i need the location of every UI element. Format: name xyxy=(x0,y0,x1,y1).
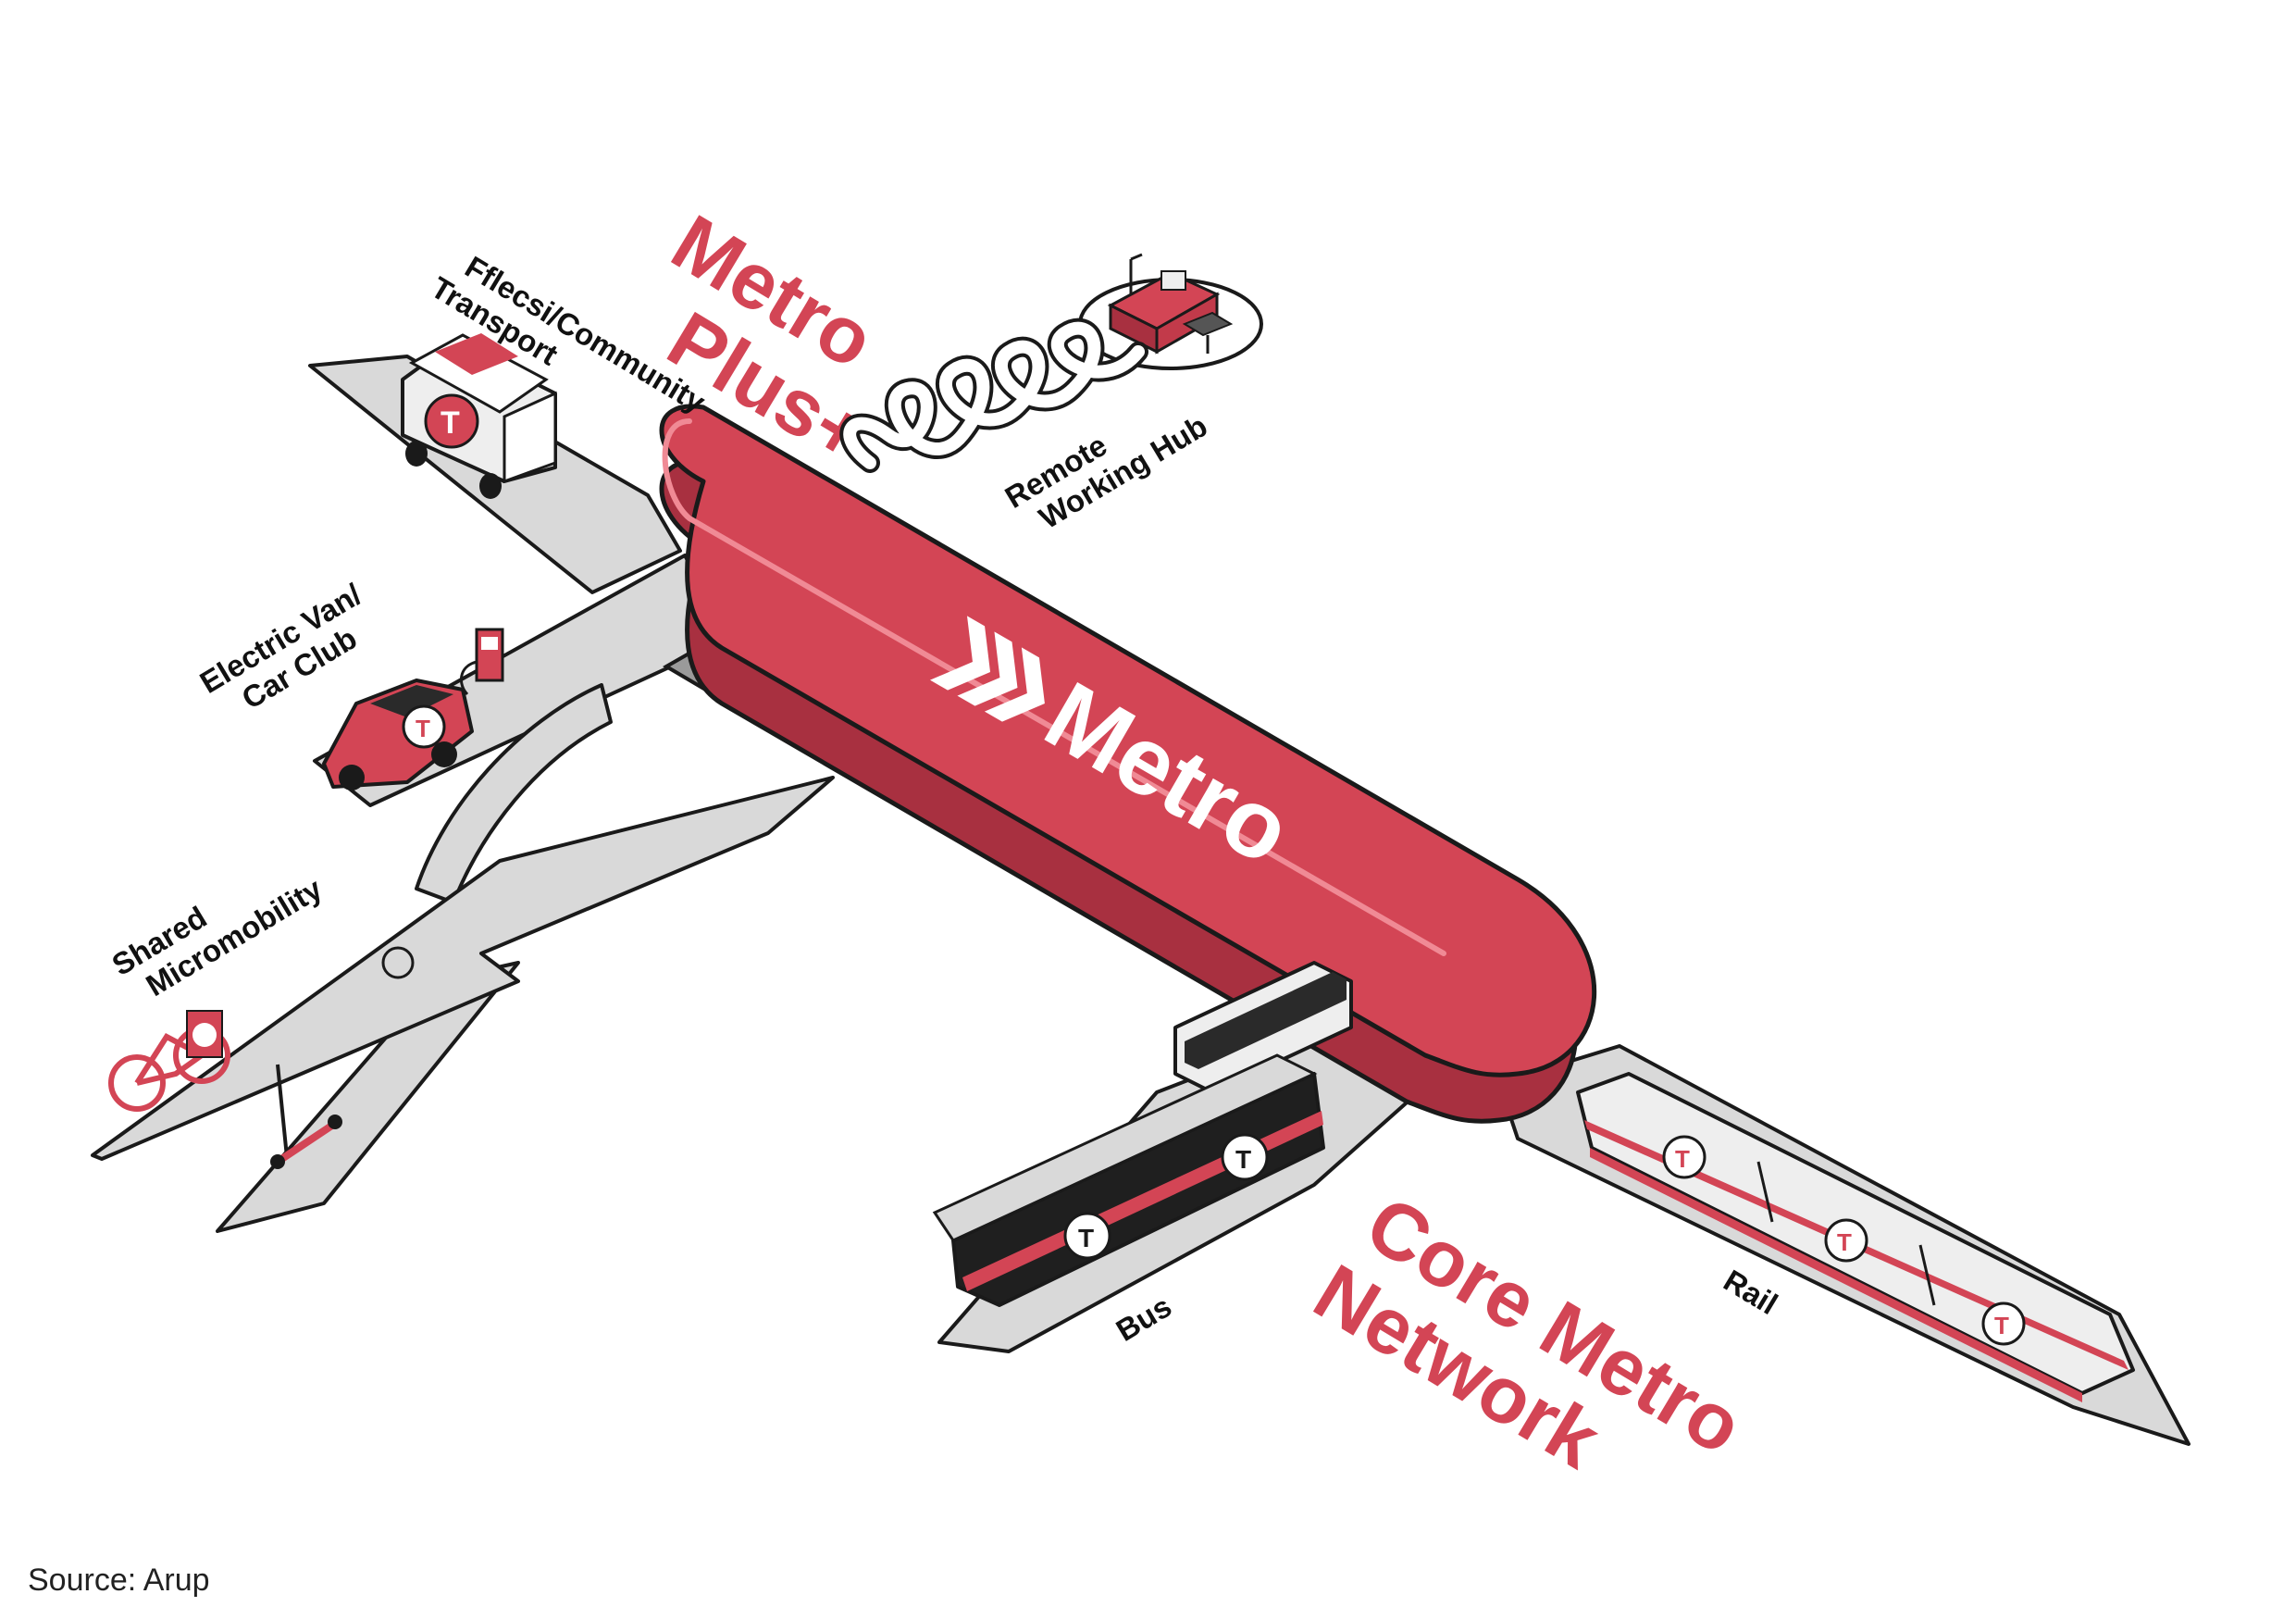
train-badge-3: T xyxy=(1994,1312,2009,1339)
scissors-lower-blade xyxy=(216,961,520,1233)
bus-illustration: T T xyxy=(932,961,1353,1307)
electric-car-illustration: T xyxy=(322,628,504,791)
pod-badge: T xyxy=(441,405,460,441)
bus-badge-2: T xyxy=(1235,1145,1251,1174)
car-badge: T xyxy=(416,715,430,742)
remote-working-hub-illustration xyxy=(1078,253,1263,370)
knife-handle xyxy=(659,404,1596,1124)
train-badge-1: T xyxy=(1675,1145,1690,1173)
label-rail: Rail xyxy=(1718,1263,1783,1321)
micromobility-blade xyxy=(91,776,835,1161)
scissors-spring xyxy=(415,683,613,904)
train-illustration: T T T xyxy=(1576,1072,2135,1402)
fflecsi-pod-illustration: T xyxy=(401,333,557,499)
label-micromobility: Shared Micromobility xyxy=(106,871,329,1003)
triple-chevron-icon xyxy=(930,616,1045,722)
core-network-heading: Core Metro Network xyxy=(1299,1179,1756,1486)
bus-badge-1: T xyxy=(1078,1224,1094,1252)
micromobility-illustration xyxy=(108,1010,342,1169)
source-credit: Source: Arup xyxy=(28,1563,210,1598)
label-bus: Bus xyxy=(1111,1289,1177,1348)
train-badge-2: T xyxy=(1837,1228,1852,1256)
